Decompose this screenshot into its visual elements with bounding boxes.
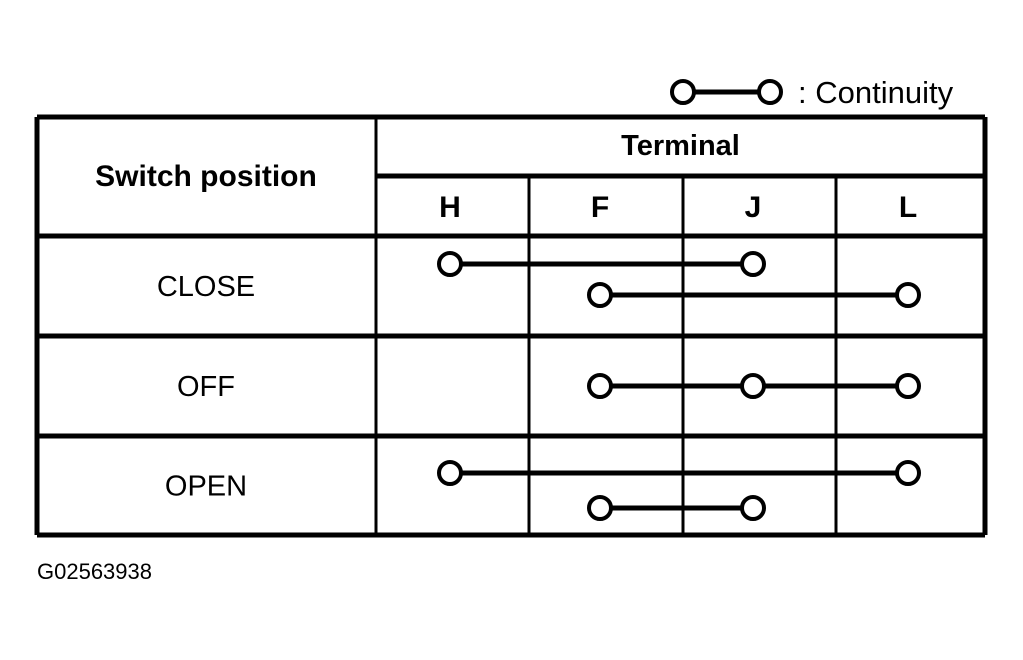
legend: : Continuity (670, 75, 954, 110)
terminal-header: Terminal (621, 130, 740, 162)
column-header-l: L (899, 191, 917, 224)
close-h-to-j-node-j (740, 251, 766, 277)
column-header-h: H (439, 191, 461, 224)
legend-label: : Continuity (798, 75, 954, 110)
open-f-to-j (587, 495, 766, 521)
close-h-to-j (437, 251, 766, 277)
legend-right-node-icon (757, 79, 783, 105)
figure-caption: G02563938 (37, 559, 152, 584)
row-label-off: OFF (177, 371, 235, 403)
column-header-f: F (591, 191, 609, 224)
off-f-to-l-node-j (740, 373, 766, 399)
connection-layer (437, 251, 921, 521)
off-f-to-l (587, 373, 921, 399)
table-grid (34, 114, 988, 538)
close-h-to-j-node-h (437, 251, 463, 277)
column-header-j: J (745, 191, 762, 224)
open-h-to-l-node-l (895, 460, 921, 486)
off-f-to-l-node-l (895, 373, 921, 399)
open-f-to-j-node-f (587, 495, 613, 521)
row-label-open: OPEN (165, 471, 247, 503)
off-f-to-l-node-f (587, 373, 613, 399)
row-labels: CLOSE OFF OPEN (157, 271, 255, 503)
open-h-to-l (437, 460, 921, 486)
row-label-close: CLOSE (157, 271, 255, 303)
legend-left-node-icon (670, 79, 696, 105)
close-f-to-l-node-f (587, 282, 613, 308)
close-f-to-l (587, 282, 921, 308)
table-text-layer: Switch position Terminal (95, 130, 740, 193)
switch-position-header: Switch position (95, 160, 317, 193)
open-h-to-l-node-h (437, 460, 463, 486)
open-f-to-j-node-j (740, 495, 766, 521)
close-f-to-l-node-l (895, 282, 921, 308)
